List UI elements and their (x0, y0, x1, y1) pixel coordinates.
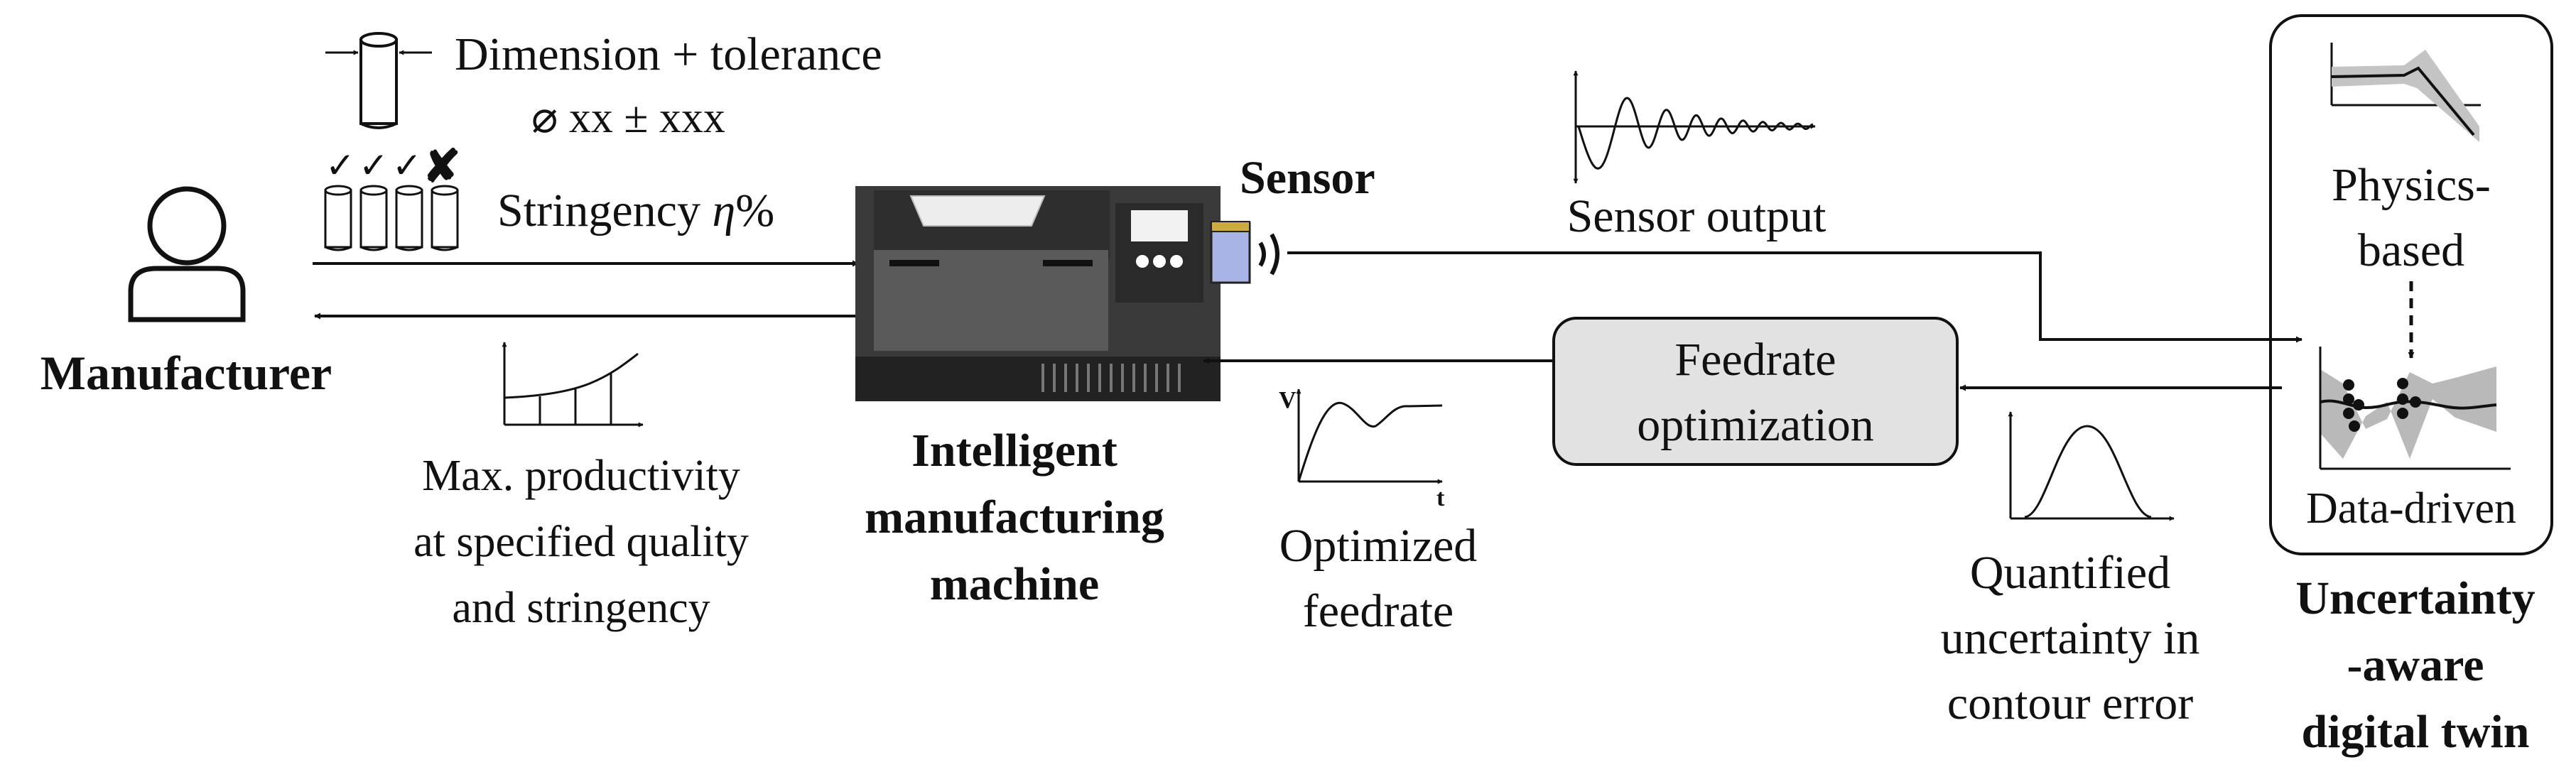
productivity-line-3: and stringency (452, 584, 710, 632)
stringency-label: Stringency η% (497, 185, 774, 237)
physics-based-plot-icon (2330, 43, 2481, 142)
productivity-line-2: at specified quality (413, 518, 749, 566)
feedrate-box-line-1: Feedrate (1674, 334, 1836, 386)
digital-twin-title-line-2: -aware (2347, 639, 2484, 691)
sensor-chip-icon (1210, 221, 1251, 284)
digital-twin-title-line-1: Uncertainty (2295, 572, 2535, 624)
optimized-feedrate-line-1: Optimized (1279, 520, 1478, 572)
machine-label-line-2: manufacturing (865, 491, 1164, 543)
feedrate-optimization-box (1552, 317, 1959, 466)
physics-based-line-2: based (2358, 224, 2464, 276)
uncertainty-distribution-chart (2008, 411, 2175, 521)
optimized-feedrate-chart (1296, 388, 1443, 484)
tolerance-value: ⌀ xx ± xxx (531, 94, 725, 142)
uncertainty-line-1: Quantified (1970, 547, 2170, 599)
physics-based-line-1: Physics- (2332, 159, 2491, 211)
productivity-line-1: Max. productivity (422, 452, 740, 500)
optimized-feedrate-line-2: feedrate (1303, 585, 1454, 637)
sensor-output-label: Sensor output (1567, 190, 1827, 242)
check-mark-2: ✓ (359, 146, 389, 185)
dimension-cylinder-icon (359, 32, 398, 129)
check-mark-1: ✓ (325, 146, 355, 185)
manufacturer-person-icon (128, 186, 246, 322)
sensor-signal-icon (1258, 233, 1279, 276)
data-driven-label: Data-driven (2306, 484, 2516, 533)
sample-parts-icon (324, 185, 459, 251)
dimension-tolerance-label: Dimension + tolerance (455, 28, 882, 80)
check-mark-3: ✓ (392, 146, 422, 185)
digital-twin-title-line-3: digital twin (2302, 706, 2530, 758)
feedrate-box-line-2: optimization (1637, 399, 1874, 451)
uncertainty-line-3: contour error (1947, 678, 2193, 729)
productivity-curve-icon (502, 342, 644, 428)
sensor-label: Sensor (1240, 152, 1375, 204)
data-driven-plot-icon (2319, 347, 2511, 470)
machine-label-line-1: Intelligent (911, 425, 1117, 477)
machine-label-line-3: machine (930, 558, 1099, 610)
feedrate-axis-y-label: V (1279, 387, 1297, 413)
machine-icon (855, 186, 1221, 401)
sensor-output-waveform-icon (1573, 70, 1816, 184)
uncertainty-line-2: uncertainty in (1941, 612, 2200, 664)
digital-twin-box (2269, 14, 2553, 555)
sensor-to-twin-arrow (1287, 251, 2302, 343)
manufacturer-label: Manufacturer (40, 346, 332, 400)
feedrate-axis-x-label: t (1436, 485, 1445, 511)
reject-mark: ✘ (423, 141, 461, 192)
